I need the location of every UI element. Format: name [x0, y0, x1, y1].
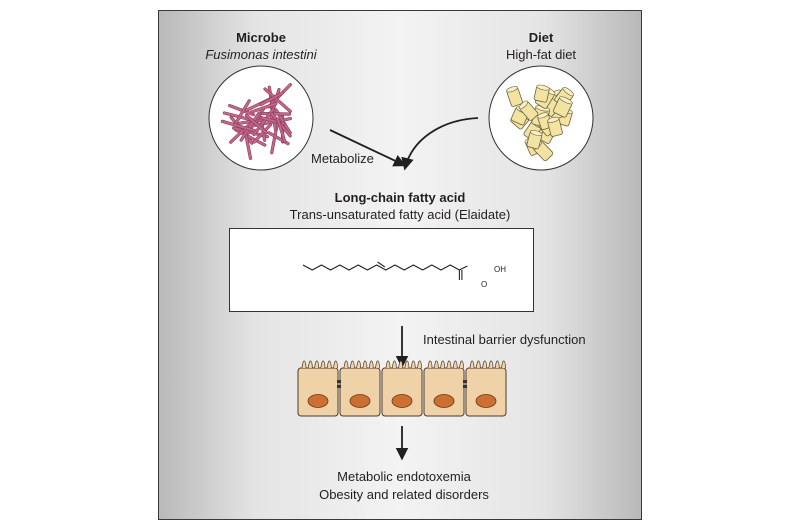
microbe-species: Fusimonas intestini	[205, 47, 317, 62]
elaidate-skeletal-formula: OH O	[302, 261, 506, 289]
bacterium-rod-fill	[228, 104, 255, 116]
epithelial-cells	[297, 360, 507, 417]
elaidate-structure: OH O	[229, 228, 534, 312]
microbe-bacteria-illustration	[208, 65, 314, 171]
bacterium-rod-fill	[264, 88, 292, 113]
bacterium-rod-fill	[276, 118, 286, 143]
fat-cube	[533, 84, 550, 103]
fatty-acid-subtitle: Trans-unsaturated fatty acid (Elaidate)	[289, 207, 511, 222]
epithelial-cell	[297, 360, 339, 417]
bacterium-rod-fill	[250, 102, 278, 113]
tight-junction	[463, 385, 467, 388]
bacterium-rod-fill	[260, 92, 284, 106]
tight-junction	[463, 380, 467, 383]
fatty-acid-title: Long-chain fatty acid	[334, 190, 466, 205]
bacterium-rod-fill	[234, 99, 251, 125]
cell-nucleus	[349, 394, 371, 408]
bacterium-rod-fill	[253, 123, 272, 143]
fat-cube	[547, 116, 563, 137]
epithelial-cell	[423, 360, 465, 417]
cell-nucleus	[433, 394, 455, 408]
tight-junction	[337, 380, 341, 383]
bacterium-rod-fill	[253, 108, 275, 136]
cell-nucleus	[475, 394, 497, 408]
bacterium-rod-fill	[221, 120, 258, 133]
fat-cube	[552, 96, 573, 118]
bacterium-rod-fill	[229, 119, 255, 144]
epithelial-cell	[465, 360, 507, 417]
fat-cube	[506, 86, 523, 107]
microbe-title: Microbe	[236, 30, 286, 45]
diet-subtitle: High-fat diet	[505, 47, 577, 62]
diet-fat-illustration	[488, 65, 594, 171]
fat-cube	[518, 100, 539, 121]
diet-title: Diet	[528, 30, 554, 45]
bacterium-rod-fill	[245, 114, 268, 134]
metabolize-label: Metabolize	[311, 151, 374, 166]
tight-junction	[337, 385, 341, 388]
epithelial-cell	[339, 360, 381, 417]
bacterium-rod-fill	[240, 112, 260, 142]
carbonyl-o-label: O	[481, 280, 487, 289]
metabolize-arrow	[329, 129, 407, 167]
outcome-line2: Obesity and related disorders	[319, 487, 489, 502]
barrier-dysfunction-label: Intestinal barrier dysfunction	[423, 332, 586, 347]
epithelial-cell	[381, 360, 423, 417]
diet-arrow	[401, 117, 479, 171]
outcome-line1: Metabolic endotoxemia	[337, 469, 471, 484]
fat-cube	[526, 130, 543, 150]
cell-nucleus	[391, 394, 413, 408]
bacterium-rod-fill	[261, 112, 291, 116]
oh-label: OH	[494, 265, 506, 274]
cell-nucleus	[307, 394, 329, 408]
